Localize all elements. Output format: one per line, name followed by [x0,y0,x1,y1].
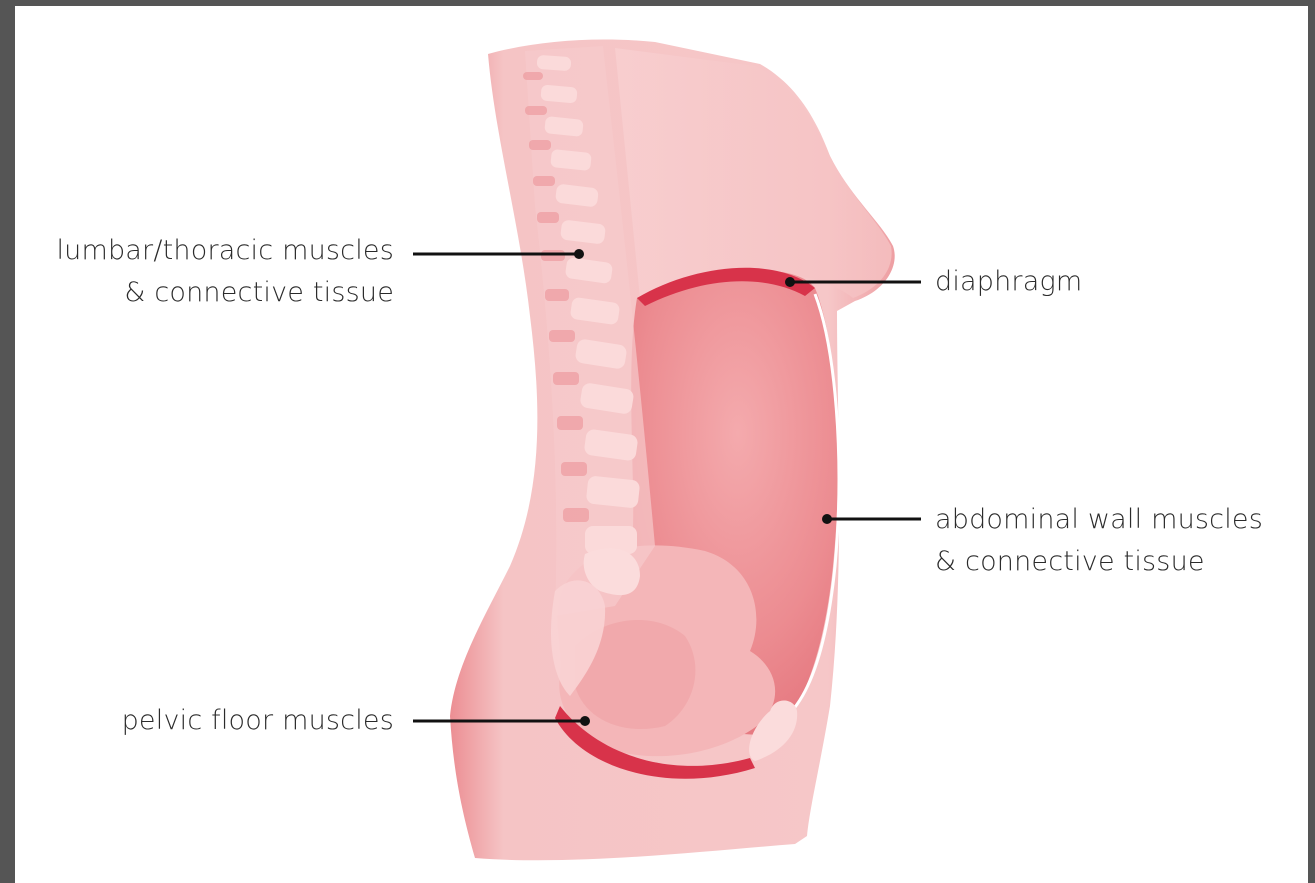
label-lumbar-line2: & connective tissue [56,272,394,314]
label-pelvic-line1: pelvic floor muscles [122,700,394,742]
leader-dot-abdominal [822,514,832,524]
label-pelvic-floor: pelvic floor muscles [122,700,394,742]
label-abdominal-line1: abdominal wall muscles [935,499,1263,541]
label-abdominal-line2: & connective tissue [935,541,1263,583]
label-diaphragm-line1: diaphragm [935,261,1082,303]
leader-dot-diaphragm [785,277,795,287]
label-diaphragm: diaphragm [935,261,1082,303]
diagram-canvas: lumbar/thoracic muscles & connective tis… [15,6,1308,883]
chest-region [615,48,892,298]
leader-dot-pelvic [580,716,590,726]
label-lumbar-line1: lumbar/thoracic muscles [56,230,394,272]
torso-diagram [15,6,1308,883]
label-abdominal-wall: abdominal wall muscles & connective tiss… [935,499,1263,583]
label-lumbar-thoracic: lumbar/thoracic muscles & connective tis… [56,230,394,314]
leader-dot-lumbar [574,249,584,259]
